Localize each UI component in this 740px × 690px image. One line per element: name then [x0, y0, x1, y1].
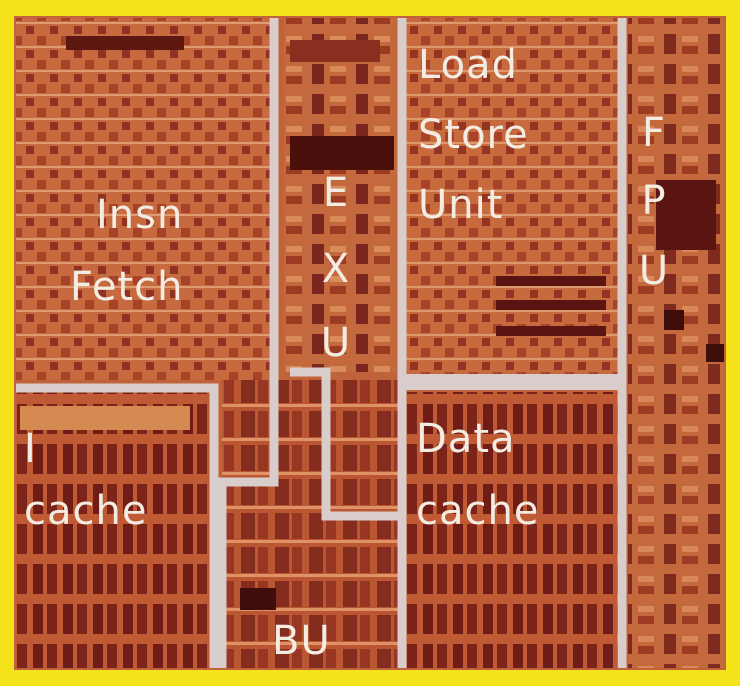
feature-bar [496, 276, 606, 286]
feature-bar [290, 40, 380, 62]
label-exu-line2: X [322, 246, 350, 292]
label-fpu-line1: F [642, 110, 666, 156]
label-insn-fetch-line2: Fetch [70, 264, 183, 310]
feature-bar [496, 326, 606, 336]
label-dcache-line2: cache [416, 488, 539, 534]
feature-bar [290, 136, 394, 170]
label-icache-line1: I [24, 426, 37, 472]
feature-bar [240, 588, 276, 610]
label-lsu-line3: Unit [418, 182, 503, 228]
feature-bar [66, 36, 184, 50]
label-insn-fetch-line1: Insn [96, 192, 183, 238]
label-fpu-line2: P [641, 178, 666, 224]
label-icache-line2: cache [24, 488, 147, 534]
label-lsu-line2: Store [418, 112, 529, 158]
label-bu: BU [272, 618, 331, 664]
label-exu-line1: E [323, 170, 349, 216]
feature-bar [496, 300, 606, 310]
label-fpu-line3: U [639, 248, 669, 294]
feature-bar [706, 344, 724, 362]
label-dcache-line1: Data [416, 416, 516, 462]
label-lsu-line1: Load [418, 42, 518, 88]
feature-bar [20, 406, 190, 430]
label-exu-line3: U [321, 320, 351, 366]
feature-bar [664, 310, 684, 330]
lsu-dcache-divider [404, 374, 620, 390]
